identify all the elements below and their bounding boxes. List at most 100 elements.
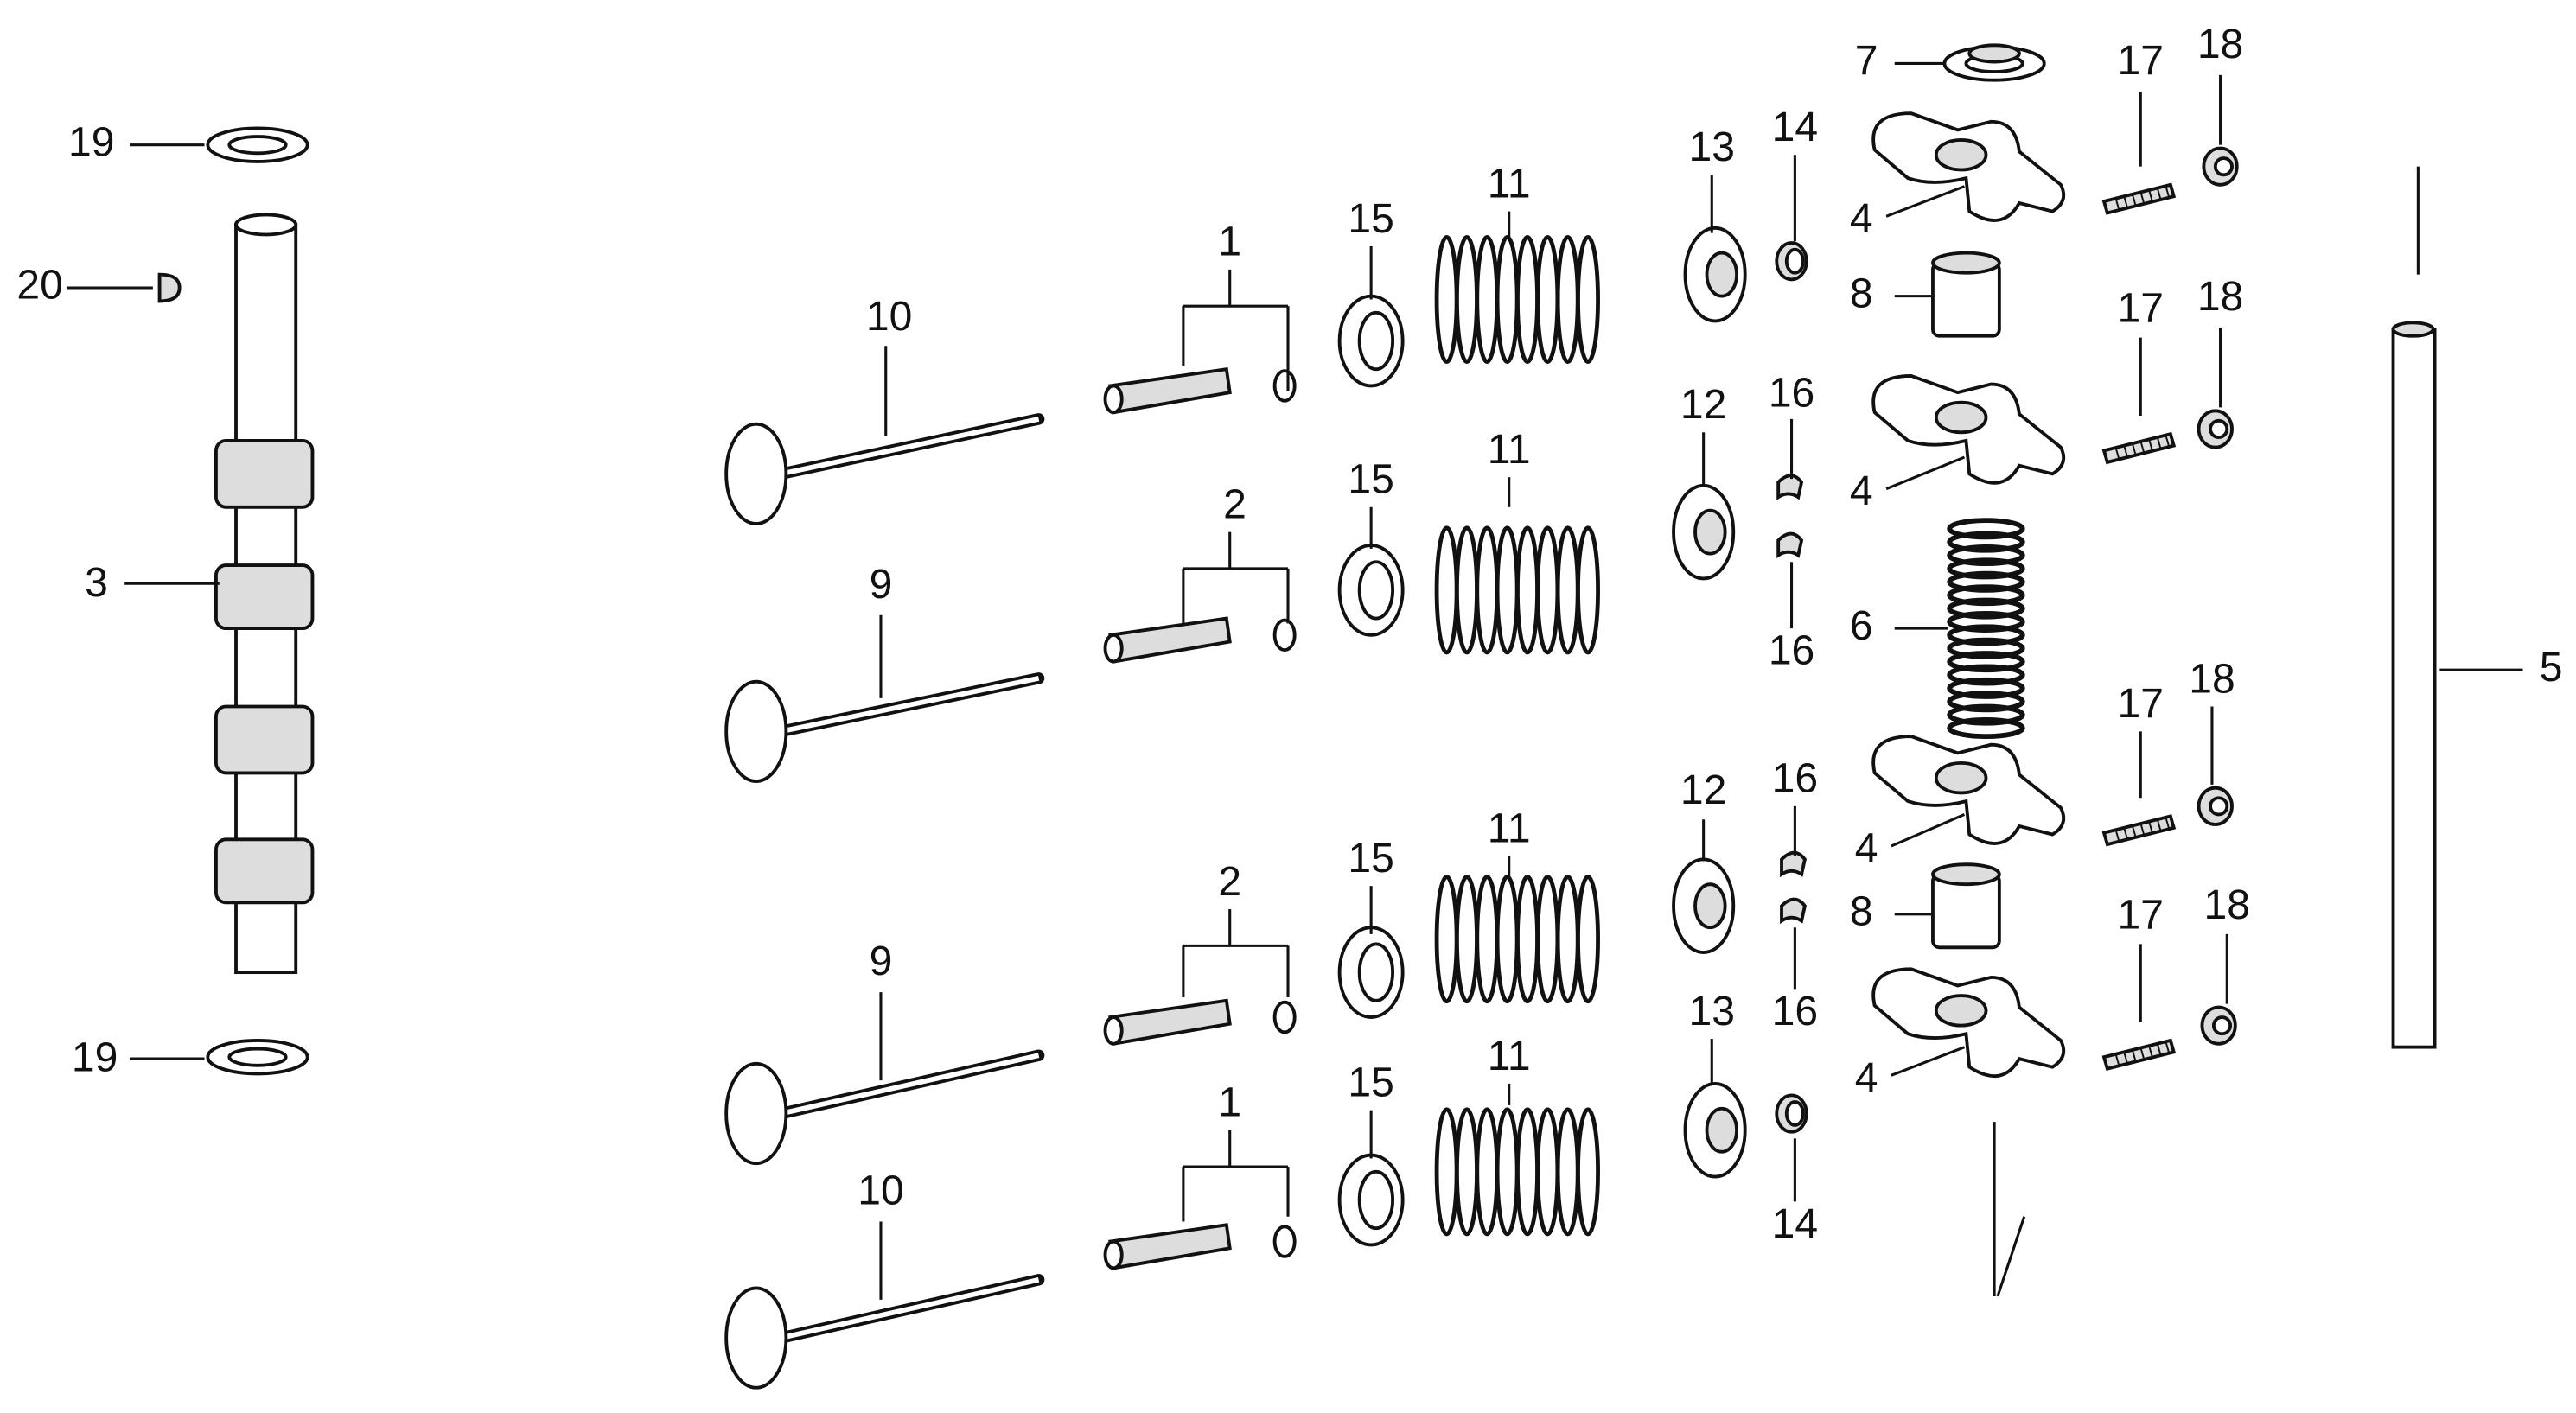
callout-2: 2 [1223,481,1247,527]
callout-13: 13 [1689,124,1735,170]
spring-coil [1495,525,1520,655]
cotter-half [1776,474,1804,500]
callout-11: 11 [1488,426,1531,473]
spring-coil [1475,234,1500,364]
retainer-hub [1693,882,1727,930]
callout-12: 12 [1680,767,1726,813]
callout-15: 15 [1348,195,1393,242]
screw-thread [2131,824,2137,837]
valve-head [724,1286,788,1390]
rocker-arm [1871,967,2066,1079]
cam-lobe [214,837,315,905]
lock-nut [2197,409,2234,449]
rocker-shaft [2391,321,2437,1049]
screw-body [2101,1038,2177,1071]
stem-seal [1272,1000,1297,1034]
callout-19: 19 [68,118,114,165]
cotter-half [1780,850,1807,878]
spring-coil [1495,1107,1520,1237]
spring-coil [1947,610,2025,633]
guide-body [1108,367,1232,415]
spring-coil [1947,637,2025,659]
spring-coil [1947,518,2025,540]
spring-coil [1434,525,1459,655]
cam-lobe [214,563,315,631]
screw-thread [2156,436,2162,449]
callout-4: 4 [1855,824,1878,871]
callout-3: 3 [85,559,108,606]
spring-coil [1475,525,1500,655]
spring-seat [1337,1153,1405,1247]
valve-head [724,422,788,525]
lock-nut [2197,786,2234,826]
washer-inner [227,135,288,156]
valve-cotter [1780,897,1807,925]
screw-thread [2114,1053,2120,1066]
spring-seat [1337,294,1405,388]
guide-body [1108,998,1232,1047]
screw-thread [2147,1045,2153,1058]
spring-coil [1576,525,1600,655]
callout-11: 11 [1488,805,1531,851]
bushing-top [1931,862,2001,887]
adjusting-screw [2101,431,2177,465]
cam-lobe [214,704,315,775]
callout-1: 1 [1218,219,1241,265]
spring-coil [1495,875,1520,1004]
leader-line [1891,1046,1966,1077]
callout-4: 4 [1850,195,1873,242]
callout-17: 17 [2118,285,2164,332]
spring-coil [1947,664,2025,686]
valve-spring [1434,875,1600,1004]
rocker-spring [1947,518,2025,739]
cap-top [1784,247,1805,275]
spring-coil [1947,677,2025,699]
lock-nut [2200,1005,2237,1046]
callout-labels: 19 20 3 19 10 1 15 11 13 14 7 17 18 4 8 … [16,21,2562,1247]
nut-hole [2209,796,2229,817]
rocker-bore [1934,137,1988,172]
rocker-arm [1871,373,2066,485]
valve-stem-highlight [781,417,1040,477]
spring-coil [1947,716,2025,739]
valve-spring [1434,234,1600,364]
screw-thread [2131,442,2137,455]
seat-inner [1357,942,1395,1002]
spring-coil [1455,525,1479,655]
valve-stem-highlight [781,675,1040,735]
nut-hole [2209,418,2229,439]
spring-coil [1515,525,1540,655]
spring-coil [1475,1107,1500,1237]
screw-thread [2123,444,2128,457]
spring-coil [1947,651,2025,673]
screw-thread [2114,447,2120,460]
screw-thread [2139,191,2146,204]
leader-line [1885,455,1966,491]
spring-coil [1555,1107,1580,1237]
callout-10: 10 [866,293,912,340]
bushing-top [1931,251,2001,275]
callout-11: 11 [1488,160,1531,207]
screw-thread [2123,195,2128,208]
screw-thread [2147,438,2153,451]
spring-coil [1947,584,2025,607]
spring-coil [1947,624,2025,646]
spring-coil [1947,531,2025,553]
spring-retainer [1672,483,1736,581]
cap-top [1784,1100,1805,1127]
guide-body [1108,1223,1232,1270]
spring-retainer [1683,1082,1747,1179]
callout-6: 6 [1850,602,1873,649]
valve-cap [1775,241,1808,282]
valve-cotter [1776,474,1804,500]
callout-11: 11 [1488,1033,1531,1079]
retainer-hub [1705,251,1739,298]
valve [724,672,1045,783]
nut-hole [2211,1015,2233,1036]
screw-thread [2165,816,2170,829]
callout-1: 1 [1218,1079,1241,1126]
callout-16: 16 [1769,370,1814,417]
leader-line [1885,185,1966,218]
valve [724,1274,1045,1390]
spring-coil [1576,875,1600,1004]
